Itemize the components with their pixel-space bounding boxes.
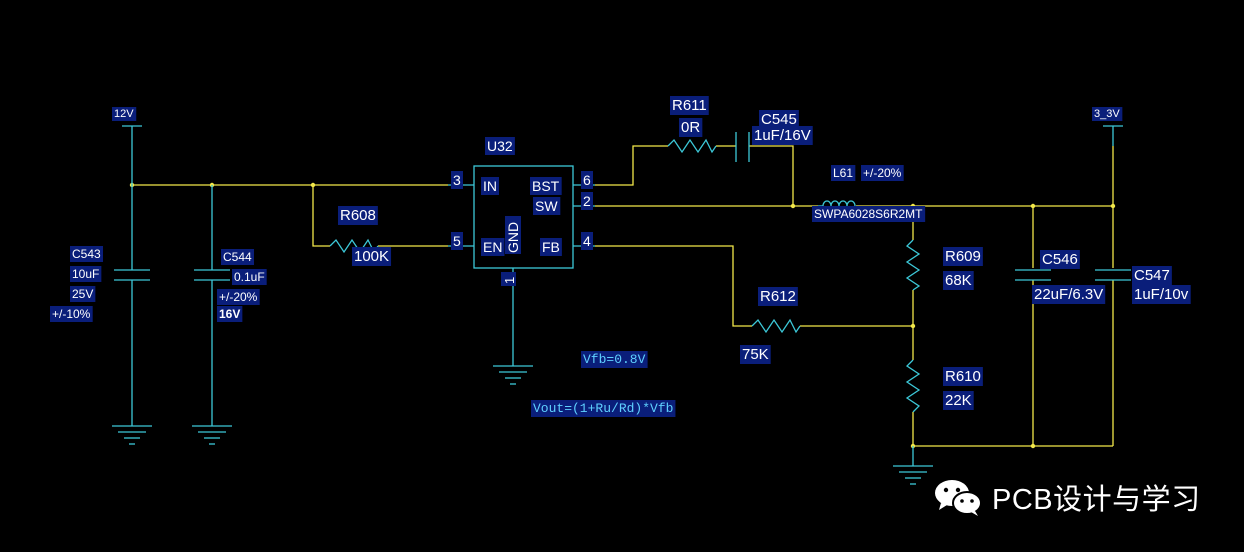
r608-ref: R608 (340, 207, 376, 224)
capacitor-c546 (1015, 269, 1051, 281)
pin-label-fb: FB (542, 239, 560, 255)
l61-tolerance: +/-20% (863, 166, 902, 180)
capacitor-c545 (735, 132, 750, 162)
power-port-3v3 (1103, 125, 1123, 146)
c547-value: 1uF/10v (1134, 286, 1189, 303)
pin-number-5: 5 (453, 233, 461, 249)
wire-div-bot (912, 412, 1113, 447)
pin-label-in: IN (483, 178, 497, 194)
junction-dot (1110, 203, 1116, 209)
pin-label-gnd: GND (505, 222, 521, 253)
c546-value: 22uF/6.3V (1034, 286, 1103, 303)
pin-label-bst: BST (532, 178, 560, 194)
wire-en (312, 185, 330, 247)
pin-number-2: 2 (583, 193, 591, 209)
junction-dot (790, 203, 796, 209)
pin-number-6: 6 (583, 172, 591, 188)
ic-u32-body (473, 165, 574, 269)
c543-value: 10uF (72, 267, 99, 281)
r612-value: 75K (742, 346, 769, 363)
c544-value: 0.1uF (234, 270, 265, 284)
c544-tolerance: +/-20% (219, 290, 258, 304)
resistor-r609 (905, 239, 921, 291)
r612-ref: R612 (760, 288, 796, 305)
pin-number-1: 1 (502, 277, 517, 284)
net-label-12v: 12V (114, 108, 134, 120)
wire-bst (595, 145, 668, 186)
junction-dot (910, 323, 916, 329)
symbols (112, 125, 1131, 485)
watermark: PCB设计与学习 (932, 476, 1201, 518)
resistor-r611 (667, 138, 717, 154)
r608-value: 100K (354, 248, 389, 265)
r611-value: 0R (681, 119, 700, 136)
capacitor-c547 (1095, 269, 1131, 281)
r611-ref: R611 (672, 97, 707, 114)
inductor-l61 (818, 200, 856, 207)
wire-fb (595, 245, 752, 327)
c547-ref: C547 (1134, 267, 1170, 284)
ic-ref-label: U32 (487, 138, 513, 154)
c543-ref: C543 (72, 247, 101, 261)
r609-ref: R609 (945, 248, 981, 265)
junction-dot (1030, 443, 1036, 449)
ground-symbol-c544 (192, 425, 232, 445)
l61-ref: L61 (833, 166, 853, 180)
resistor-r612 (751, 318, 801, 334)
net-label-3v3: 3_3V (1094, 108, 1120, 120)
capacitor-c544 (194, 185, 230, 426)
c544-voltage: 16V (219, 307, 240, 321)
c546-ref: C546 (1042, 251, 1078, 268)
c543-tolerance: +/-10% (52, 307, 91, 321)
l61-part-number: SWPA6028S6R2MT (814, 207, 923, 221)
pin-number-3: 3 (453, 172, 461, 188)
note-vfb: Vfb=0.8V (583, 352, 646, 367)
c544-ref: C544 (223, 250, 252, 264)
power-port-12v (122, 125, 142, 185)
r609-value: 68K (945, 272, 972, 289)
wechat-icon (935, 480, 982, 516)
watermark-text: PCB设计与学习 (992, 484, 1201, 516)
labels: 12V 3_3V U32 IN EN BST SW FB GND 3 5 6 2… (50, 96, 1191, 417)
junction-dot (310, 182, 316, 188)
ground-symbol-c543 (112, 425, 152, 445)
pin-label-sw: SW (535, 198, 558, 214)
capacitor-c543 (114, 185, 150, 426)
ground-symbol-divider (893, 446, 933, 485)
pin-label-en: EN (483, 239, 502, 255)
r610-ref: R610 (945, 368, 981, 385)
junction-dot (1030, 203, 1036, 209)
c545-value: 1uF/16V (754, 127, 811, 144)
note-vout-formula: Vout=(1+Ru/Rd)*Vfb (533, 401, 673, 416)
c545-ref: C545 (761, 111, 797, 128)
c543-voltage: 25V (72, 287, 93, 301)
resistor-r610 (905, 359, 921, 413)
wire-c545-out (749, 145, 794, 206)
r610-value: 22K (945, 392, 972, 409)
pin-number-4: 4 (583, 233, 591, 249)
